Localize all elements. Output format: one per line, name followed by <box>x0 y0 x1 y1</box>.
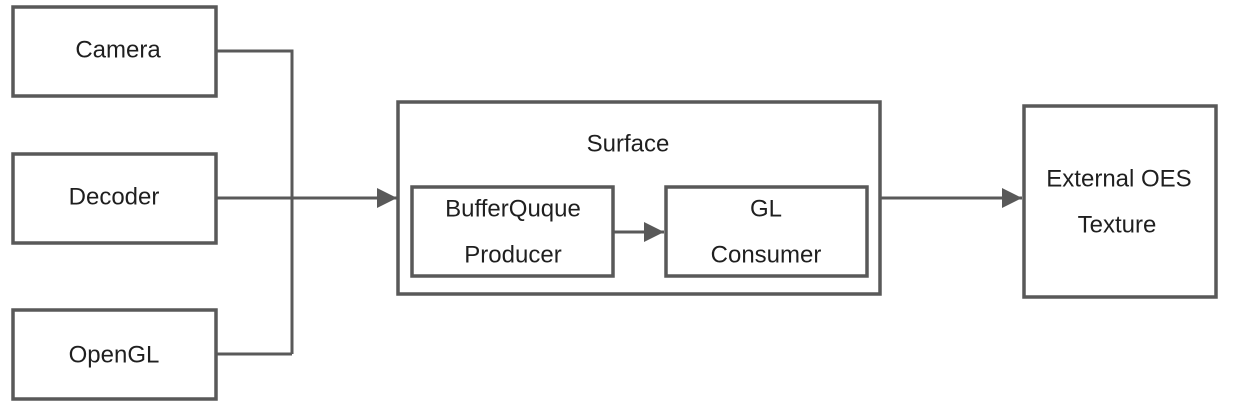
node-producer-label-line2: Producer <box>464 241 561 268</box>
node-opengl: OpenGL <box>11 308 218 401</box>
node-texture-label-line1: External OES <box>1046 165 1191 192</box>
node-texture-label-line2: Texture <box>1078 211 1157 238</box>
node-consumer-label-line1: GL <box>750 195 782 222</box>
node-texture: External OES Texture <box>1022 104 1218 299</box>
node-producer: BufferQuque Producer <box>410 185 615 278</box>
node-camera-label: Camera <box>75 36 161 63</box>
node-opengl-label: OpenGL <box>69 341 160 368</box>
node-decoder: Decoder <box>11 152 218 245</box>
node-surface-label: Surface <box>587 130 670 157</box>
node-decoder-label: Decoder <box>69 183 160 210</box>
node-consumer: GL Consumer <box>664 185 869 278</box>
edge-camera-to-bus <box>216 49 294 354</box>
node-producer-label-line1: BufferQuque <box>445 195 581 222</box>
node-consumer-label-line2: Consumer <box>711 241 822 268</box>
node-camera: Camera <box>11 5 218 98</box>
